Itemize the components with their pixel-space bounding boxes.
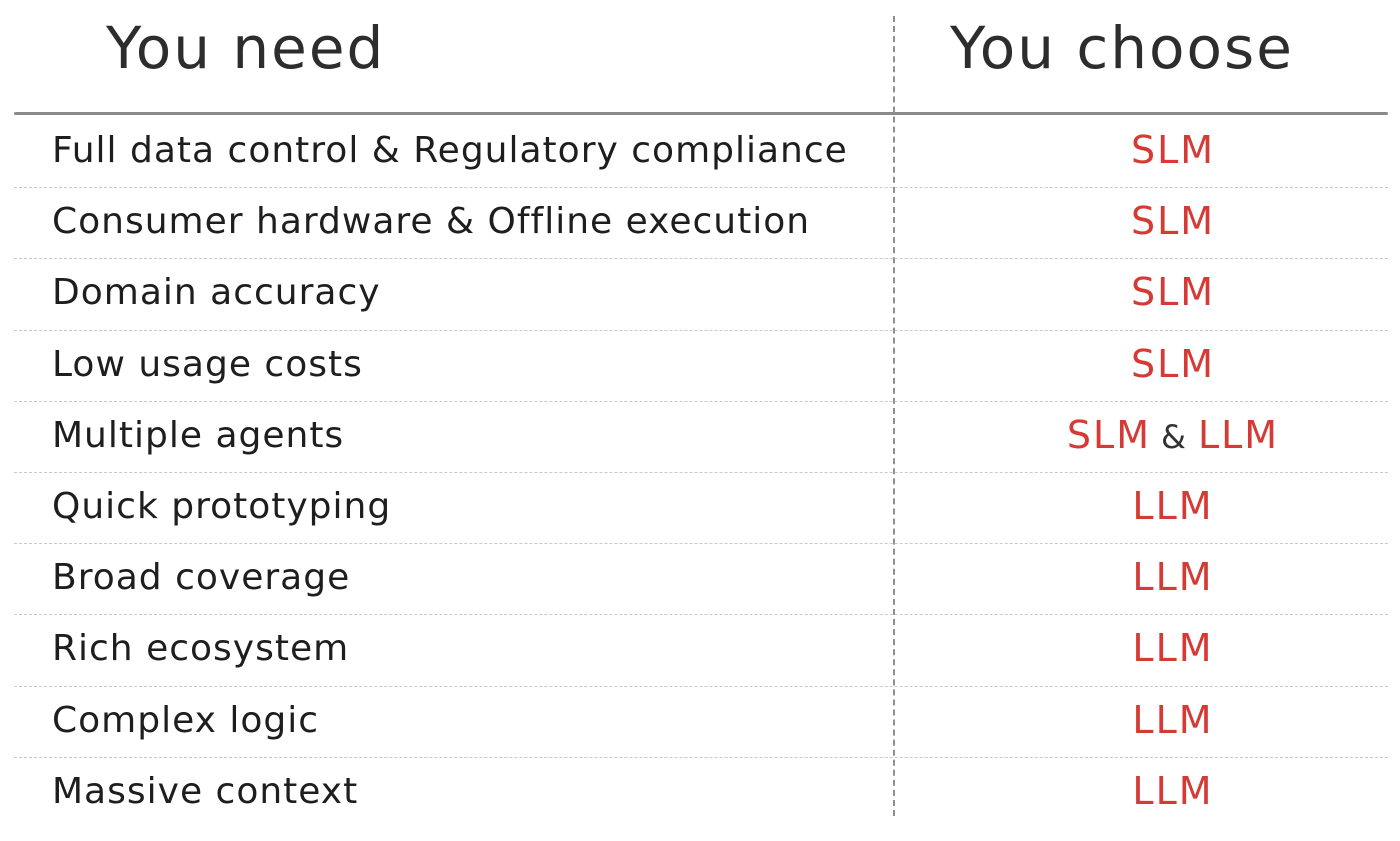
- choice-cell: SLM: [893, 128, 1400, 172]
- choice-cell: LLM: [893, 626, 1400, 670]
- model-choice: SLM: [1130, 342, 1216, 386]
- choice-cell: LLM: [893, 698, 1400, 742]
- header-you-need: You need: [106, 14, 386, 82]
- table-row: Massive context LLM: [0, 761, 1400, 825]
- table-row: Broad coverage LLM: [0, 547, 1400, 611]
- choice-joiner: &: [1160, 418, 1188, 456]
- need-label: Rich ecosystem: [52, 628, 350, 669]
- model-choice: LLM: [1132, 555, 1214, 599]
- row-separator: [14, 258, 1388, 259]
- table-row: Multiple agents SLM&LLM: [0, 405, 1400, 469]
- model-choice: SLM: [1130, 128, 1216, 172]
- table-row: Rich ecosystem LLM: [0, 618, 1400, 682]
- model-choice: LLM: [1132, 698, 1214, 742]
- need-label: Low usage costs: [52, 344, 363, 385]
- row-separator: [14, 543, 1388, 544]
- table-row: Consumer hardware & Offline execution SLM: [0, 191, 1400, 255]
- table-row: Complex logic LLM: [0, 690, 1400, 754]
- model-choice: SLM: [1130, 199, 1216, 243]
- need-label: Multiple agents: [52, 415, 345, 456]
- need-label: Consumer hardware & Offline execution: [52, 201, 811, 242]
- table-row: Full data control & Regulatory complianc…: [0, 120, 1400, 184]
- choice-cell: LLM: [893, 769, 1400, 813]
- choice-cell: LLM: [893, 555, 1400, 599]
- need-label: Complex logic: [52, 700, 320, 741]
- table-row: Quick prototyping LLM: [0, 476, 1400, 540]
- row-separator: [14, 757, 1388, 758]
- header-you-choose: You choose: [950, 14, 1294, 82]
- model-choice: SLM: [1066, 413, 1151, 457]
- need-label: Full data control & Regulatory complianc…: [52, 130, 848, 171]
- need-label: Massive context: [52, 771, 359, 812]
- model-choice: LLM: [1132, 626, 1214, 670]
- table-row: Domain accuracy SLM: [0, 262, 1400, 326]
- choice-cell: SLM: [893, 199, 1400, 243]
- row-separator: [14, 401, 1388, 402]
- choice-cell: SLM: [893, 270, 1400, 314]
- need-label: Quick prototyping: [52, 486, 392, 527]
- model-choice: SLM: [1130, 270, 1216, 314]
- choice-cell: LLM: [893, 484, 1400, 528]
- row-separator: [14, 187, 1388, 188]
- row-separator: [14, 614, 1388, 615]
- row-separator: [14, 330, 1388, 331]
- row-separator: [14, 472, 1388, 473]
- table-row: Low usage costs SLM: [0, 334, 1400, 398]
- row-separator: [14, 686, 1388, 687]
- column-divider: [893, 16, 895, 816]
- model-choice: LLM: [1132, 484, 1214, 528]
- choice-cell: SLM&LLM: [893, 413, 1400, 457]
- model-choice: LLM: [1197, 413, 1280, 457]
- need-label: Broad coverage: [52, 557, 351, 598]
- header-rule: [14, 112, 1388, 115]
- need-label: Domain accuracy: [52, 272, 381, 313]
- model-choice: LLM: [1132, 769, 1214, 813]
- choice-cell: SLM: [893, 342, 1400, 386]
